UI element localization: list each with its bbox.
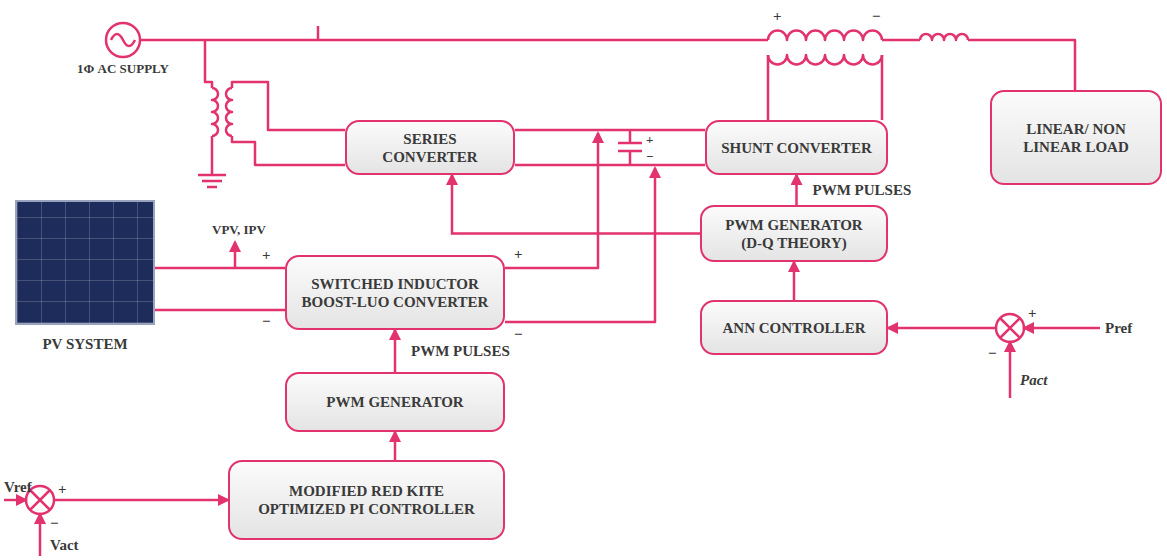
connector bbox=[155, 309, 285, 312]
connector bbox=[795, 175, 798, 205]
transformer-winding bbox=[768, 55, 882, 65]
summing-cross bbox=[30, 490, 50, 510]
load-box: LINEAR/ NON LINEAR LOAD bbox=[990, 90, 1162, 185]
box-label: SHUNT CONVERTER bbox=[721, 139, 871, 157]
signal-line bbox=[1024, 327, 1100, 330]
box-label: LINEAR/ NON LINEAR LOAD bbox=[1006, 120, 1146, 156]
signal-label: + bbox=[1028, 305, 1037, 321]
generator-box: PWM GENERATOR (D-Q THEORY) bbox=[700, 205, 888, 262]
signal-label: − bbox=[262, 313, 271, 329]
transformer-winding bbox=[768, 31, 882, 40]
ground-symbol bbox=[198, 136, 226, 187]
signal-line bbox=[888, 327, 996, 330]
connector bbox=[793, 262, 796, 300]
signal-line bbox=[4, 499, 26, 502]
sine-symbol bbox=[111, 34, 135, 46]
connector bbox=[394, 330, 397, 372]
signal-label: − bbox=[514, 326, 523, 342]
connector bbox=[452, 175, 700, 234]
controller-box: ANN CONTROLLER bbox=[700, 300, 888, 355]
series-wire bbox=[232, 82, 345, 130]
transformer-winding bbox=[212, 88, 218, 136]
signal-label: Pref bbox=[1105, 320, 1132, 336]
connector bbox=[515, 129, 705, 132]
signal-label: VPV, IPV bbox=[212, 222, 266, 238]
summing-junction bbox=[996, 314, 1024, 342]
dc-wire bbox=[505, 133, 598, 268]
dc-wire bbox=[505, 168, 655, 322]
generator-box: PWM GENERATOR bbox=[285, 372, 505, 432]
box-label: PV SYSTEM bbox=[0, 335, 173, 353]
signal-label: Vact bbox=[50, 537, 79, 553]
box-label: PWM GENERATOR (D-Q THEORY) bbox=[716, 216, 872, 252]
signal-line bbox=[54, 499, 228, 502]
signal-label: − bbox=[646, 150, 653, 163]
signal-line bbox=[1009, 342, 1012, 398]
signal-label: + bbox=[58, 481, 67, 497]
connector bbox=[155, 267, 285, 270]
controller-box: MODIFIED RED KITE OPTIMIZED PI CONTROLLE… bbox=[228, 460, 505, 540]
inductor-symbol bbox=[920, 34, 968, 40]
transformer-wire bbox=[205, 40, 212, 88]
signal-label: + bbox=[514, 246, 523, 262]
box-label: SWITCHED INDUCTOR BOOST-LUO CONVERTER bbox=[301, 275, 489, 311]
signal-label: − bbox=[872, 8, 881, 24]
dc-bus bbox=[515, 164, 705, 167]
ac-source bbox=[106, 23, 140, 57]
connector bbox=[394, 432, 397, 460]
signal-label: Pact bbox=[1020, 372, 1048, 388]
capacitor-symbol bbox=[618, 130, 642, 165]
signal-label: + bbox=[773, 8, 782, 24]
converter-box: SHUNT CONVERTER bbox=[705, 120, 888, 175]
box-label: PWM GENERATOR bbox=[326, 393, 463, 411]
signal-label: − bbox=[988, 345, 997, 361]
supply-line bbox=[140, 40, 1075, 90]
series-wire bbox=[232, 136, 345, 165]
transformer-winding bbox=[226, 88, 232, 136]
shunt-wire bbox=[768, 55, 882, 120]
box-label: MODIFIED RED KITE OPTIMIZED PI CONTROLLE… bbox=[244, 482, 489, 518]
signal-label: − bbox=[50, 515, 59, 531]
signal-label: + bbox=[262, 247, 271, 263]
edge-label: PWM PULSES bbox=[409, 343, 512, 359]
signal-label: Vref bbox=[4, 479, 32, 495]
signal-label: 1Φ AC SUPPLY bbox=[76, 61, 170, 77]
signal-line bbox=[39, 514, 42, 556]
signal-label: + bbox=[646, 133, 653, 146]
edge-label: PWM PULSES bbox=[811, 182, 914, 198]
box-label: ANN CONTROLLER bbox=[723, 319, 866, 337]
box-label: SERIES CONVERTER bbox=[361, 130, 499, 166]
measure-arrow bbox=[234, 242, 237, 268]
converter-box: SERIES CONVERTER bbox=[345, 120, 515, 175]
converter-box: SWITCHED INDUCTOR BOOST-LUO CONVERTER bbox=[285, 255, 505, 330]
pv-panel: PV SYSTEM bbox=[15, 200, 155, 325]
summing-cross bbox=[1000, 318, 1020, 338]
line-tick bbox=[317, 26, 320, 40]
